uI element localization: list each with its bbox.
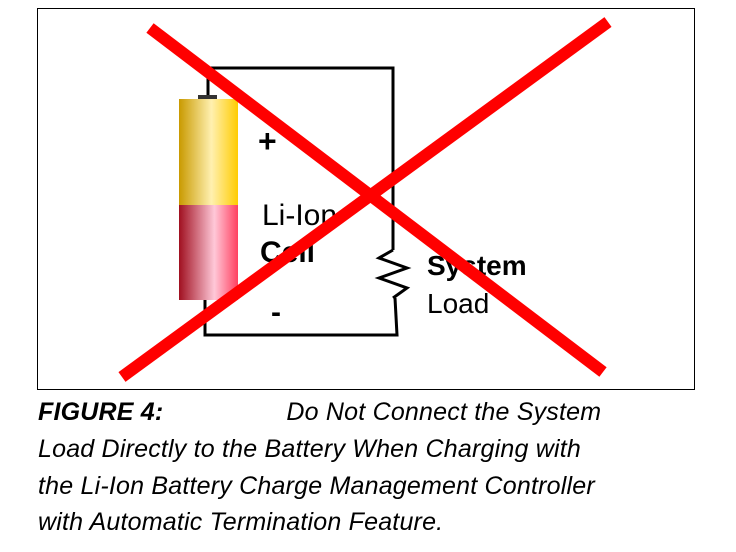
minus-sign: - xyxy=(271,296,281,329)
caption-line-3: the Li-Ion Battery Charge Management Con… xyxy=(38,472,595,500)
caption-title: Do Not Connect the System xyxy=(286,398,602,426)
caption-line-4: with Automatic Termination Feature. xyxy=(38,508,444,536)
figure-frame xyxy=(37,8,695,390)
caption-line-1: FIGURE 4: Do Not Connect the System xyxy=(38,398,601,427)
resistor-symbol xyxy=(374,248,412,300)
caption-line-2: Load Directly to the Battery When Chargi… xyxy=(38,435,581,463)
figure-label: FIGURE 4: xyxy=(38,398,164,426)
cross-out-icon xyxy=(118,17,612,382)
battery-icon xyxy=(179,95,238,300)
circuit-diagram: + - Li-Ion Cell System Load xyxy=(118,17,612,382)
plus-sign: + xyxy=(258,123,277,159)
load-label-line2: Load xyxy=(427,288,489,319)
